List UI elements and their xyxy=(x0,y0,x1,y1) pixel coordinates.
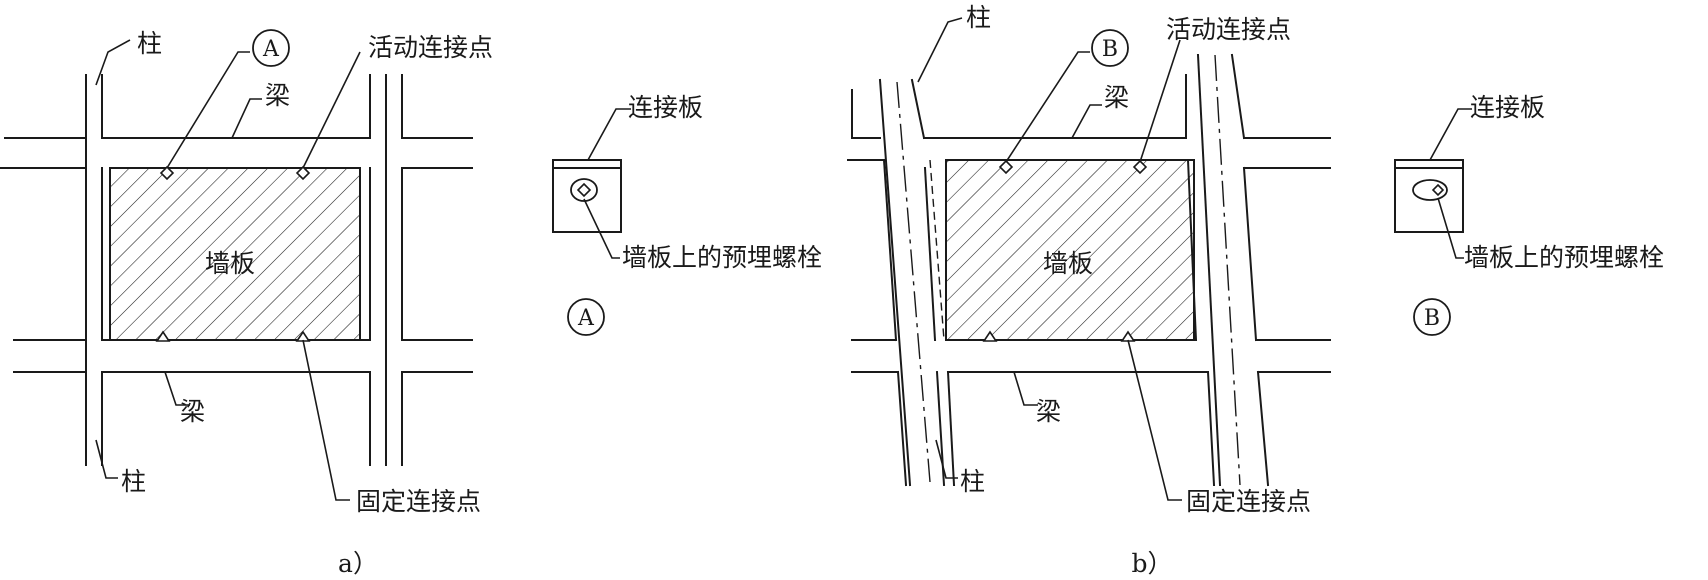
beam-top-label: 梁 xyxy=(265,81,290,110)
fixed-point-label: 固定连接点 xyxy=(1186,487,1311,516)
figure-b: B 柱 梁 活动连接点 墙板 梁 柱 固定连接点 b） 连接板 墙板上的预埋螺栓… xyxy=(847,3,1664,578)
detail-id-b: B xyxy=(1424,306,1440,331)
bolt-diamond-icon xyxy=(576,182,592,198)
leaders-b xyxy=(917,17,1182,501)
movable-point-marker xyxy=(1132,159,1148,175)
detail-id-a: A xyxy=(577,306,595,331)
detail-callout-a: A xyxy=(262,37,280,62)
wall-panel-a xyxy=(109,167,361,341)
detail-id-circle-b xyxy=(1413,298,1451,336)
movable-point-marker xyxy=(295,165,311,181)
detail-b: 连接板 墙板上的预埋螺栓 B xyxy=(1394,93,1664,336)
detail-id-circle-a xyxy=(567,298,605,336)
figure-a: A 柱 梁 活动连接点 墙板 梁 柱 固定连接点 a） 连接板 墙板上的预埋螺栓… xyxy=(0,29,822,578)
movable-point-marker xyxy=(998,159,1014,175)
plate-label: 连接板 xyxy=(628,93,703,122)
column-bottom-label: 柱 xyxy=(121,467,146,496)
detail-callout-b: B xyxy=(1102,37,1118,62)
detail-callout-circle-b xyxy=(1091,29,1129,67)
detail-a: 连接板 墙板上的预埋螺栓 A xyxy=(552,93,822,336)
movable-point-label: 活动连接点 xyxy=(1166,15,1291,44)
panel-label: 墙板 xyxy=(1043,249,1093,278)
beam-bottom-label: 梁 xyxy=(180,397,205,426)
beam-top-label: 梁 xyxy=(1104,83,1129,112)
figure-caption-a: a） xyxy=(338,549,378,578)
movable-point-marker xyxy=(159,165,175,181)
column-top-label: 柱 xyxy=(966,3,991,32)
bolt-diamond-icon xyxy=(1431,183,1445,197)
bolt-label: 墙板上的预埋螺栓 xyxy=(622,243,822,272)
detail-callout-circle-a xyxy=(252,29,290,67)
plate-label: 连接板 xyxy=(1470,93,1545,122)
fixed-point-label: 固定连接点 xyxy=(356,487,481,516)
leaders-a xyxy=(95,39,361,501)
column-bottom-label: 柱 xyxy=(960,467,985,496)
column-top-label: 柱 xyxy=(137,29,162,58)
panel-label: 墙板 xyxy=(205,249,255,278)
fixed-point-marker xyxy=(982,330,998,342)
fixed-point-marker xyxy=(155,330,171,342)
wall-panel-b xyxy=(945,159,1195,341)
frame-a xyxy=(0,74,473,466)
figure-caption-b: b） xyxy=(1131,549,1172,578)
bolt-label: 墙板上的预埋螺栓 xyxy=(1464,243,1664,272)
movable-point-label: 活动连接点 xyxy=(368,33,493,62)
beam-bottom-label: 梁 xyxy=(1036,397,1061,426)
